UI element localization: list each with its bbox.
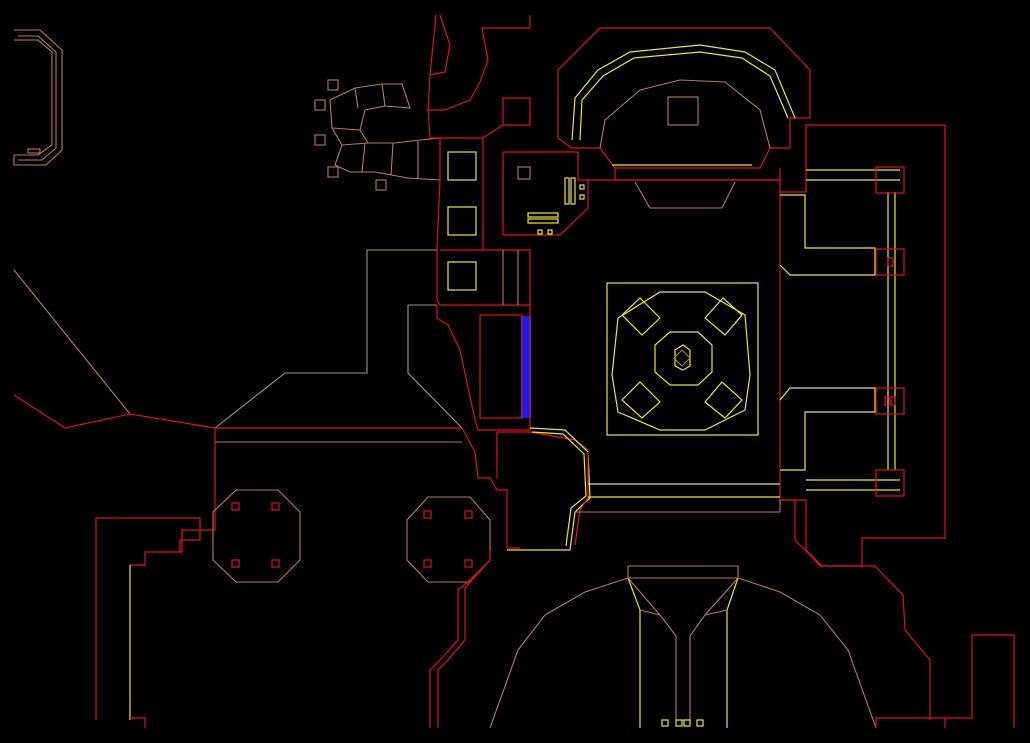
blue-door[interactable]: [521, 316, 531, 418]
octagon-pillar-west: [212, 489, 301, 583]
southeast-walls: [875, 634, 1015, 728]
octagon-pillar-east: [406, 496, 491, 583]
corridor-crates: [447, 151, 519, 305]
central-plaza: [606, 282, 759, 436]
northwest-alcove: [13, 29, 63, 166]
south-dome: [489, 565, 877, 729]
north-arch-hall: [557, 27, 811, 209]
west-cave-walls: [13, 269, 216, 429]
north-corridor: [427, 14, 531, 306]
south-corridor: [429, 483, 931, 728]
middle-walls: [130, 249, 591, 566]
curved-passage: [314, 79, 441, 191]
computer-room: [502, 151, 589, 236]
main-building: [588, 124, 946, 567]
southwest-walls: [95, 517, 201, 728]
